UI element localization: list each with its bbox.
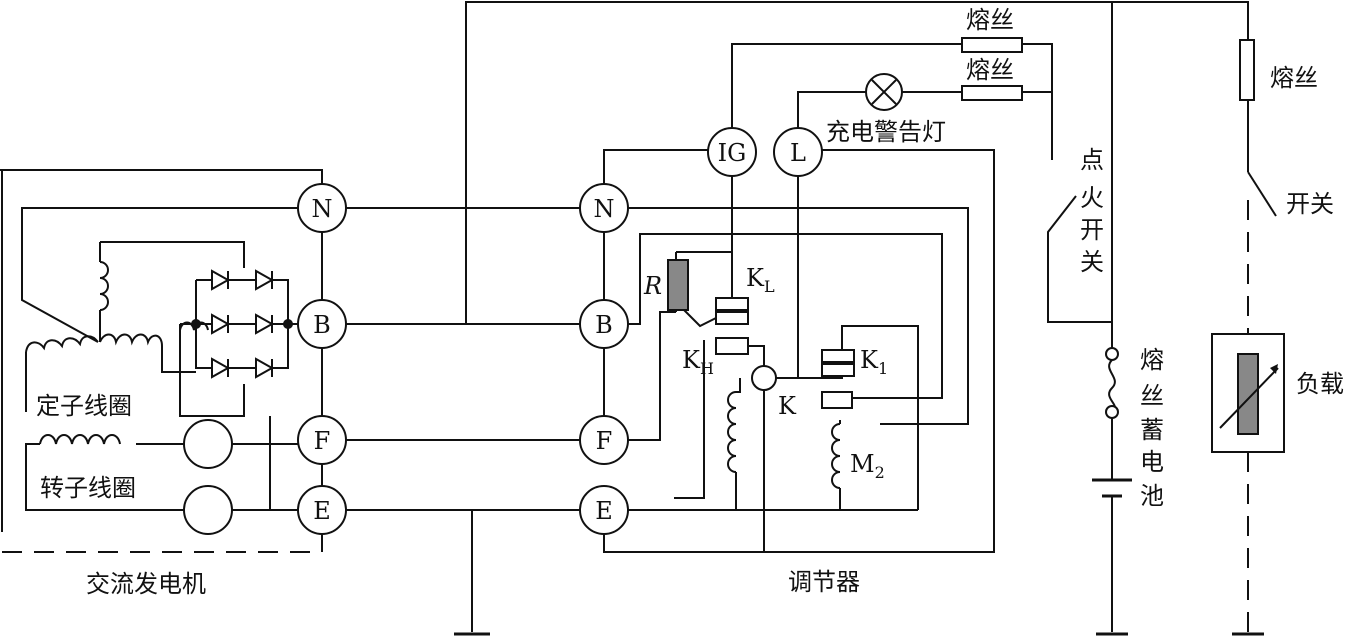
stator-neutral-wire xyxy=(21,207,298,343)
regulator-terminal-bus xyxy=(603,149,995,553)
battery-branch xyxy=(1092,340,1132,636)
label-k1: K1 xyxy=(860,346,888,378)
diode-icon xyxy=(211,357,231,379)
label-battery-3: 池 xyxy=(1140,482,1164,510)
inter-unit-wires xyxy=(346,1,1249,636)
label-load: 负载 xyxy=(1296,370,1344,398)
load-branch xyxy=(1211,39,1285,636)
terminal-alt-b: B xyxy=(297,299,347,349)
diode-icon xyxy=(211,313,231,335)
terminal-l: L xyxy=(773,127,823,177)
terminal-reg-f: F xyxy=(579,415,629,465)
label-ignition-switch-4: 关 xyxy=(1080,248,1104,276)
svg-text:E: E xyxy=(595,497,613,525)
label-battery-1: 蓄 xyxy=(1140,416,1164,444)
diagram-labels: 定子线圈 转子线圈 交流发电机 调节器 充电警告灯 熔丝 熔丝 熔丝 点 火 开… xyxy=(36,6,1344,598)
label-switch: 开关 xyxy=(1286,190,1334,218)
label-ignition-switch-2: 火 xyxy=(1080,184,1104,212)
rectifier-bridge xyxy=(180,279,298,369)
label-alternator: 交流发电机 xyxy=(86,570,206,598)
terminal-ig: IG xyxy=(707,127,757,177)
label-r: R xyxy=(643,272,662,300)
diode-icon xyxy=(211,269,231,291)
label-kh: KH xyxy=(682,346,714,378)
label-ignition-switch-3: 开 xyxy=(1080,216,1104,244)
label-fuse-right: 熔丝 xyxy=(1270,64,1318,92)
label-charge-warning-lamp: 充电警告灯 xyxy=(826,118,946,146)
svg-text:L: L xyxy=(790,139,806,167)
diode-icon xyxy=(255,313,275,335)
svg-text:IG: IG xyxy=(718,139,747,167)
label-fuse-2: 熔丝 xyxy=(966,56,1014,84)
terminal-alt-f: F xyxy=(297,415,347,465)
label-regulator: 调节器 xyxy=(788,568,860,596)
label-kl: KL xyxy=(746,264,775,296)
diode-icon xyxy=(255,269,275,291)
label-stator-coil: 定子线圈 xyxy=(36,392,132,420)
svg-text:B: B xyxy=(595,311,613,339)
svg-text:F: F xyxy=(596,427,613,455)
terminal-alt-n: N xyxy=(297,183,347,233)
svg-text:N: N xyxy=(594,195,615,223)
label-fuse-battery-1: 熔 xyxy=(1140,346,1164,374)
terminal-reg-b: B xyxy=(579,299,629,349)
svg-text:N: N xyxy=(312,195,333,223)
label-rotor-coil: 转子线圈 xyxy=(40,474,136,502)
regulator-internals xyxy=(628,176,969,552)
svg-text:E: E xyxy=(313,497,331,525)
rotor-wiring xyxy=(25,416,298,535)
terminal-reg-n: N xyxy=(579,183,629,233)
label-k: K xyxy=(778,392,797,420)
diode-icon xyxy=(255,357,275,379)
label-fuse-battery-2: 丝 xyxy=(1140,382,1164,410)
label-ignition-switch-1: 点 xyxy=(1080,146,1104,174)
label-m2: M2 xyxy=(850,450,885,482)
label-fuse-1: 熔丝 xyxy=(966,6,1014,34)
svg-text:B: B xyxy=(313,311,331,339)
terminal-alt-e: E xyxy=(297,485,347,535)
terminal-reg-e: E xyxy=(579,485,629,535)
diode-group xyxy=(211,269,275,379)
ignition-lamp-wiring xyxy=(731,37,1112,323)
label-battery-2: 电 xyxy=(1140,448,1164,476)
svg-text:F: F xyxy=(314,427,331,455)
